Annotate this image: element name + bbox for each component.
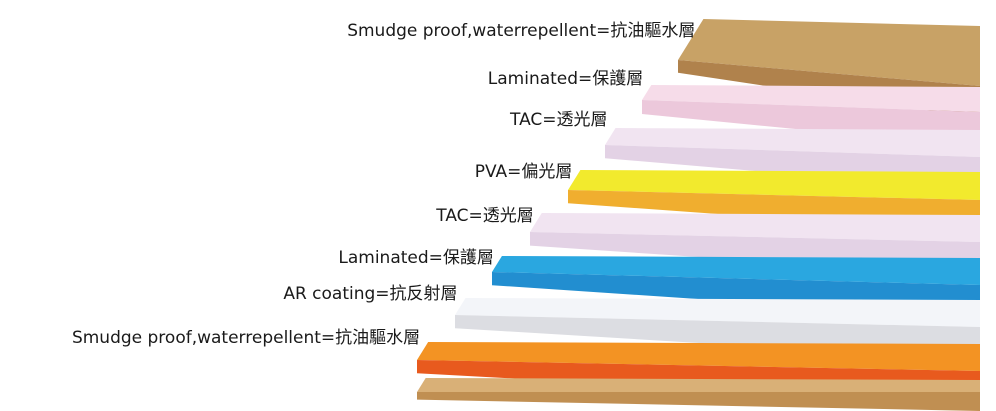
layer-8-top-face xyxy=(417,378,980,392)
layer-label: Smudge proof,waterrepellent=抗油驅水層 xyxy=(71,328,421,348)
layer-label: PVA=偏光層 xyxy=(474,162,573,182)
layer-6-top-face xyxy=(455,298,980,327)
layer-2-top-face xyxy=(605,128,980,157)
layer-4-top-face xyxy=(530,213,980,242)
layer-1-top-face xyxy=(642,85,980,112)
layer-label: Laminated=保護層 xyxy=(487,69,644,89)
layer-label: TAC=透光層 xyxy=(510,110,608,130)
layer-7-top-face xyxy=(417,342,980,371)
layer-label: Smudge proof,waterrepellent=抗油驅水層 xyxy=(347,21,696,41)
layer-8-side-face xyxy=(417,392,980,411)
layer-0-top-face xyxy=(678,19,980,86)
layer-label: TAC=透光層 xyxy=(436,206,534,226)
layer-label: Laminated=保護層 xyxy=(338,248,494,268)
layer-label: AR coating=抗反射層 xyxy=(283,284,458,304)
layer-5-top-face xyxy=(492,256,980,285)
